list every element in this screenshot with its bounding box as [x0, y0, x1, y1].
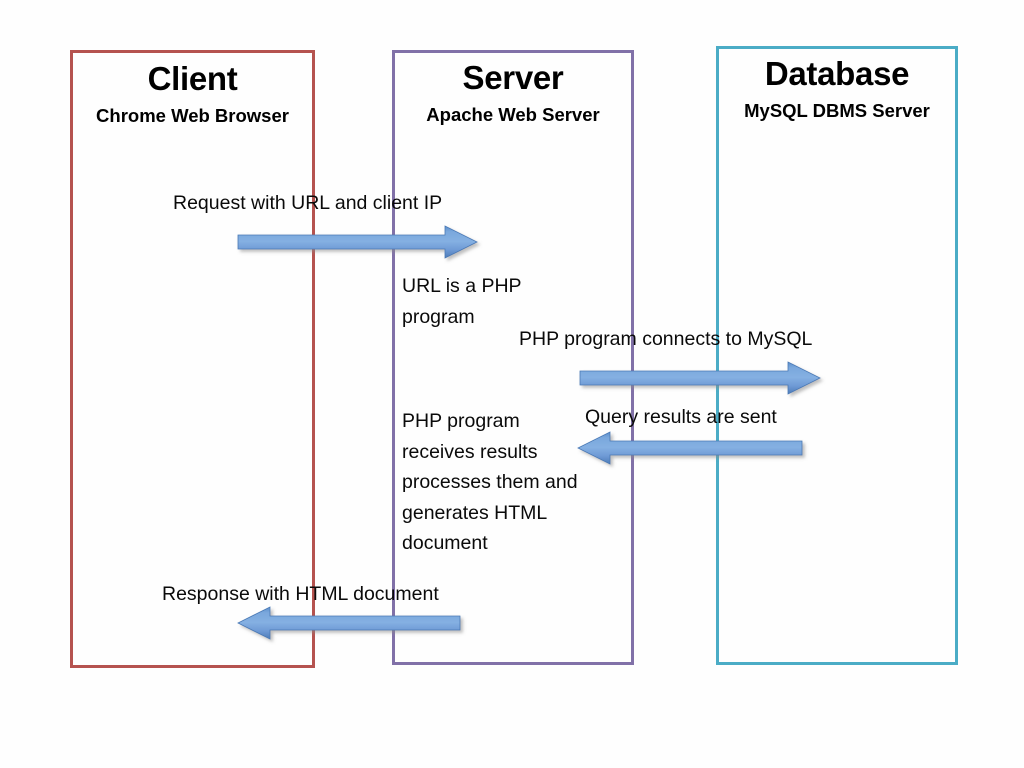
lane-box-database	[716, 46, 958, 665]
flow-label-url-is-php: URL is a PHP program	[402, 275, 522, 328]
flow-label-php-connects-to-mysql: PHP program connects to MySQL	[519, 328, 813, 350]
flow-label-response-html: Response with HTML document	[162, 583, 439, 605]
flow-label-request: Request with URL and client IP	[173, 192, 443, 214]
lane-subtitle-database: MySQL DBMS Server	[744, 100, 930, 121]
lane-header-client: Client Chrome Web Browser	[70, 62, 315, 131]
lane-box-client	[70, 50, 315, 668]
arrow-request-right	[237, 225, 482, 259]
lane-subtitle-server: Apache Web Server	[426, 104, 600, 125]
arrow-response-left	[236, 606, 464, 640]
flow-label-php-receives-results: PHP program receives results processes t…	[402, 410, 578, 555]
lane-box-server	[392, 50, 634, 665]
arrow-connects-right	[579, 361, 826, 395]
lane-title-server: Server	[462, 59, 564, 96]
lane-subtitle-client: Chrome Web Browser	[96, 105, 289, 126]
arrow-results-left	[576, 431, 806, 465]
lane-header-server: Server Apache Web Server	[392, 61, 634, 130]
lane-title-client: Client	[147, 60, 238, 97]
flow-label-query-results-sent: Query results are sent	[585, 406, 777, 428]
lane-title-database: Database	[764, 55, 910, 92]
lane-header-database: Database MySQL DBMS Server	[716, 57, 958, 126]
